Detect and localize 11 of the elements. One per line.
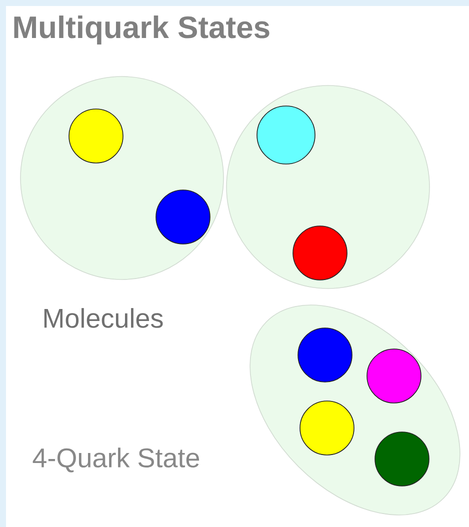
quark-circle — [374, 432, 430, 486]
caption-label: Molecules — [44, 308, 163, 328]
quark-circle — [298, 328, 352, 382]
caption-label: 4-Quark State — [32, 448, 200, 472]
quark-circle — [300, 400, 354, 456]
quark-circle — [366, 348, 422, 404]
quark-circle — [156, 190, 210, 244]
quark-circle — [68, 108, 124, 164]
title: Multiquark States — [14, 16, 270, 44]
quark-circle — [292, 226, 348, 280]
quark-circle — [256, 106, 316, 164]
